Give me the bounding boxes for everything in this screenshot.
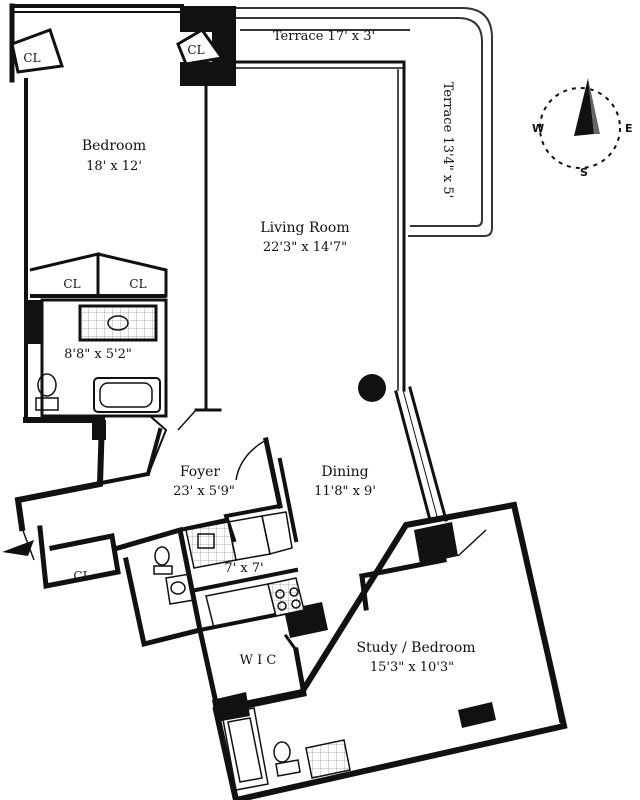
bathroom-3-fixtures: [221, 707, 351, 791]
bathroom-dims: 8'8" x 5'2": [64, 347, 132, 362]
compass-west: W: [532, 122, 544, 135]
living-room-dims: 22'3" x 14'7": [263, 240, 347, 255]
bathroom-1: [35, 298, 168, 471]
door-swings: [21, 409, 487, 561]
closets: [10, 28, 225, 298]
study-name: Study / Bedroom: [356, 640, 475, 656]
walls: [9, 3, 568, 800]
terrace: [232, 7, 493, 237]
compass-south: S: [580, 166, 588, 179]
compass-icon: W E S: [532, 78, 633, 179]
bathroom-2-fixtures: [153, 546, 195, 605]
closet-label: CL: [23, 51, 40, 65]
living-room-name: Living Room: [260, 220, 349, 236]
entry-arrow-icon: [2, 540, 34, 556]
kitchen-fixtures: [185, 511, 305, 629]
bedroom-dims: 18' x 12': [86, 159, 142, 174]
closet-label: CL: [73, 569, 90, 583]
terrace-side-label: Terrace 13'4" x 5': [440, 82, 455, 198]
foyer-dims: 23' x 5'9": [173, 484, 235, 499]
wic-label: W I C: [240, 653, 277, 668]
dining-dims: 11'8" x 9': [314, 484, 376, 499]
kitchen-dims: 7' x 7': [224, 561, 263, 576]
dining-name: Dining: [321, 464, 368, 480]
closet-label: CL: [187, 43, 204, 57]
structural-columns: [24, 6, 496, 728]
compass-east: E: [625, 122, 633, 135]
study-dims: 15'3" x 10'3": [370, 660, 454, 675]
bedroom-name: Bedroom: [82, 138, 146, 154]
closet-label: CL: [129, 277, 146, 291]
foyer-name: Foyer: [180, 464, 221, 480]
closet-label: CL: [63, 277, 80, 291]
column-dot: [358, 374, 386, 402]
terrace-top-label: Terrace 17' x 3': [273, 29, 375, 44]
